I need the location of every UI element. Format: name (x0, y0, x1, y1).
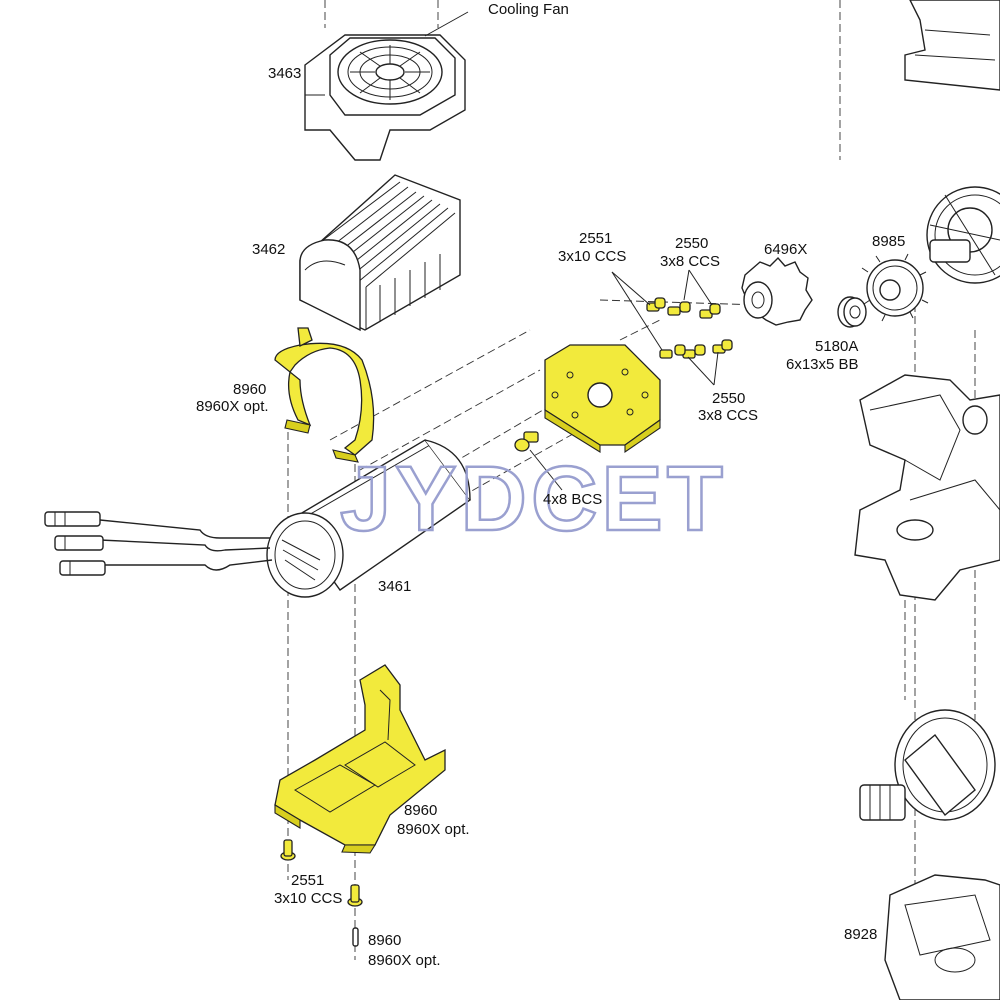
cooling-fan (304, 11, 469, 161)
label-bottom-screw-part: 2551 (291, 872, 324, 889)
label-pin-opt: 8960X opt. (368, 952, 441, 969)
label-bottom-screw-size: 3x10 CCS (274, 890, 342, 907)
label-clip-part: 8960 (233, 381, 266, 398)
motor-heatsink (299, 174, 461, 332)
label-housing-part: 8928 (844, 926, 877, 943)
motor-mount (274, 664, 446, 854)
label-screws-2550-top-part: 2550 (675, 235, 708, 252)
transmission-top-parts (904, 0, 1000, 284)
label-screws-2550-top-size: 3x8 CCS (660, 253, 720, 270)
label-pinion-part: 6496X (764, 241, 807, 258)
label-bcs-screw: 4x8 BCS (543, 491, 602, 508)
label-mount-part: 8960 (404, 802, 437, 819)
idler-gear (861, 253, 929, 322)
differential-gear (859, 709, 996, 821)
label-pin-part: 8960 (368, 932, 401, 949)
label-bearing-size: 6x13x5 BB (786, 356, 859, 373)
pinion-gear (741, 256, 813, 326)
label-screws-2550-bottom-size: 3x8 CCS (698, 407, 758, 424)
label-mount-opt: 8960X opt. (397, 821, 470, 838)
part-labels: Cooling Fan 3463 3462 8960 8960X opt. 25… (196, 1, 905, 969)
label-gear-part: 8985 (872, 233, 905, 250)
motor-plate-screws (514, 269, 733, 491)
label-screws-2550-bottom-part: 2550 (712, 390, 745, 407)
watermark: JYDCET (340, 448, 727, 550)
mount-screws (280, 839, 363, 947)
label-bearing-part: 5180A (815, 338, 858, 355)
label-fan-part: 3463 (268, 65, 301, 82)
label-heatsink-part: 3462 (252, 241, 285, 258)
motor-plate (544, 344, 661, 454)
label-motor-part: 3461 (378, 578, 411, 595)
label-cooling-fan: Cooling Fan (488, 1, 569, 18)
transmission-housing (854, 374, 1000, 601)
ball-bearing (837, 296, 867, 328)
gearbox-housing-bottom (884, 874, 1000, 1000)
motor-clip (274, 327, 375, 463)
label-screws-2551-size: 3x10 CCS (558, 248, 626, 265)
label-screws-2551-part: 2551 (579, 230, 612, 247)
label-clip-opt: 8960X opt. (196, 398, 269, 415)
brushless-motor (44, 439, 471, 598)
